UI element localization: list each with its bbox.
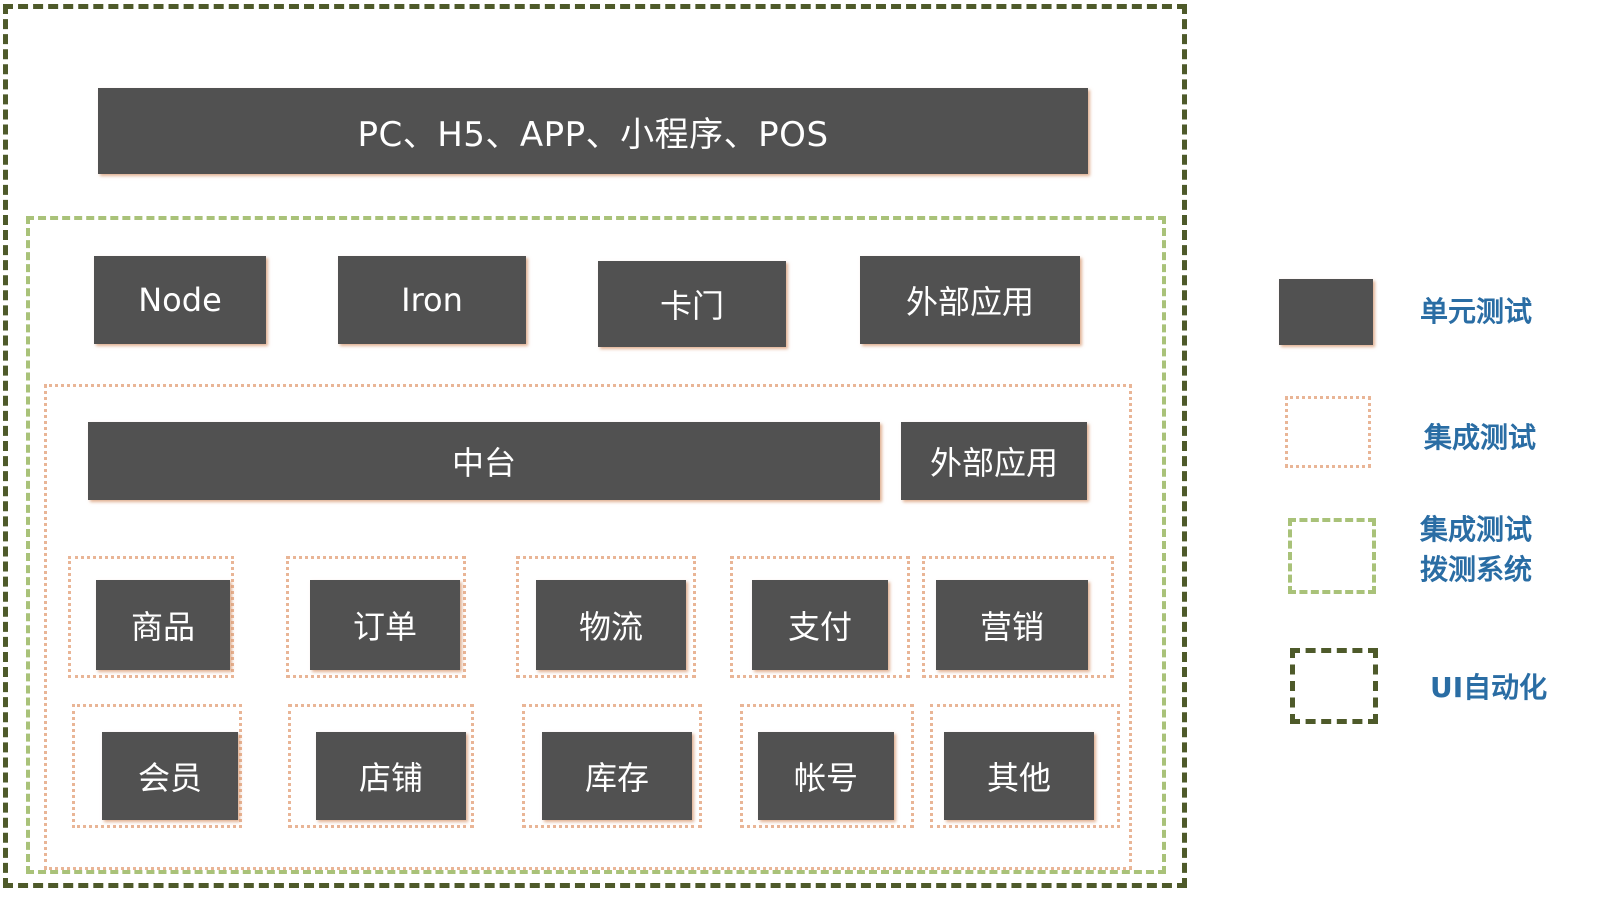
client-platforms-bar: PC、H5、APP、小程序、POS: [98, 88, 1088, 174]
middle-platform-block: 中台: [88, 422, 880, 500]
service-member: 会员: [102, 732, 238, 820]
external-app-block-top: 外部应用: [860, 256, 1080, 344]
node-block: Node: [94, 256, 266, 344]
legend-integration-swatch: [1285, 396, 1371, 468]
iron-block: Iron: [338, 256, 526, 344]
probe-system-frame: [26, 216, 1166, 874]
service-order: 订单: [310, 580, 460, 670]
external-app-block-middle: 外部应用: [901, 422, 1087, 500]
legend-probe-label: 集成测试 拨测系统: [1420, 513, 1533, 586]
ui-automation-frame: [3, 4, 1187, 888]
service-inventory: 库存: [542, 732, 692, 820]
gate-block: 卡门: [598, 261, 786, 347]
integration-frame-payment: [730, 556, 910, 678]
service-payment: 支付: [752, 580, 888, 670]
service-logistics: 物流: [536, 580, 686, 670]
integration-frame-inventory: [522, 704, 702, 828]
legend-probe-swatch: [1288, 518, 1376, 594]
legend-ui-automation-swatch: [1290, 648, 1378, 724]
integration-frame-marketing: [922, 556, 1114, 678]
integration-frame-other: [930, 704, 1120, 828]
service-goods: 商品: [96, 580, 230, 670]
integration-frame-order: [286, 556, 466, 678]
service-account: 帐号: [758, 732, 894, 820]
integration-frame-account: [740, 704, 914, 828]
integration-frame-member: [72, 704, 242, 828]
integration-frame-middle: [44, 384, 1132, 870]
legend-ui-automation-label: UI自动化: [1430, 671, 1548, 704]
service-marketing: 营销: [936, 580, 1088, 670]
integration-frame-store: [288, 704, 474, 828]
legend-integration-label: 集成测试: [1424, 421, 1537, 454]
integration-frame-logistics: [516, 556, 696, 678]
legend-unit-test-swatch: [1279, 279, 1373, 345]
legend-unit-test-label: 单元测试: [1420, 295, 1533, 328]
service-store: 店铺: [316, 732, 466, 820]
integration-frame-goods: [68, 556, 234, 678]
service-other: 其他: [944, 732, 1094, 820]
